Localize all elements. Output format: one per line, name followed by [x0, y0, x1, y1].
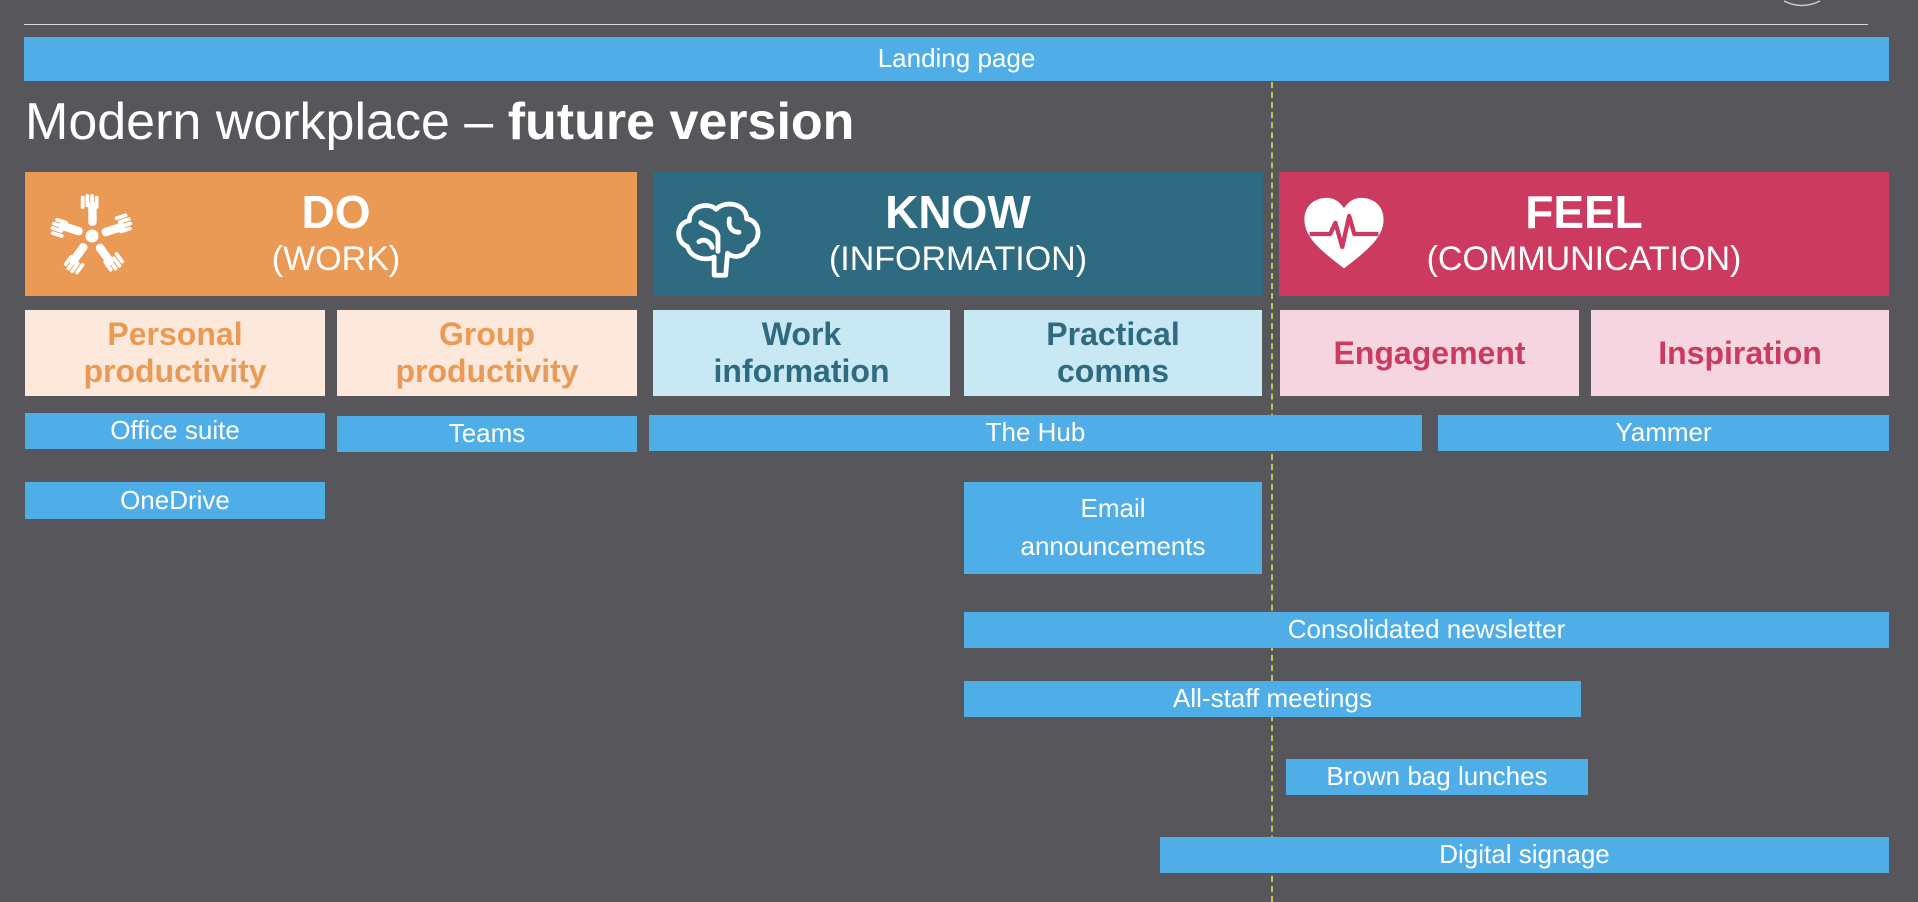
- subcategory-personal-productivity: Personal productivity: [25, 310, 325, 396]
- bar-email-announcements: Email announcements: [964, 482, 1262, 574]
- bar-consolidated-newsletter: Consolidated newsletter: [964, 612, 1889, 648]
- category-subtitle: (INFORMATION): [828, 240, 1088, 279]
- bar-the-hub: The Hub: [649, 415, 1422, 451]
- category-subtitle: (WORK): [271, 240, 401, 279]
- logo-fragment: [1783, 0, 1821, 7]
- category-subtitle: (COMMUNICATION): [1426, 240, 1742, 279]
- category-know: KNOW (INFORMATION): [653, 172, 1263, 296]
- bar-brown-bag-lunches: Brown bag lunches: [1286, 759, 1588, 795]
- category-do: DO (WORK): [25, 172, 637, 296]
- bar-digital-signage: Digital signage: [1160, 837, 1889, 873]
- category-name: KNOW: [885, 185, 1031, 238]
- bar-onedrive: OneDrive: [25, 482, 325, 519]
- top-divider-line: [24, 24, 1868, 25]
- hands-icon: [50, 194, 134, 277]
- subcategory-practical-comms: Practical comms: [964, 310, 1262, 396]
- brain-icon: [676, 201, 761, 278]
- bar-all-staff-meetings: All-staff meetings: [964, 681, 1581, 717]
- subcategory-group-productivity: Group productivity: [337, 310, 637, 396]
- category-name: DO: [301, 185, 371, 238]
- page-title: Modern workplace – future version: [25, 92, 854, 152]
- title-bold: future version: [507, 93, 855, 151]
- subcategory-engagement: Engagement: [1280, 310, 1579, 396]
- bar-office-suite: Office suite: [25, 413, 325, 449]
- bar-yammer: Yammer: [1438, 415, 1889, 451]
- bar-teams: Teams: [337, 416, 637, 452]
- title-regular: Modern workplace –: [25, 93, 508, 151]
- subcategory-work-information: Work information: [653, 310, 950, 396]
- heart-pulse-icon: [1304, 197, 1384, 269]
- subcategory-inspiration: Inspiration: [1591, 310, 1889, 396]
- category-name: FEEL: [1525, 185, 1643, 238]
- dashed-divider-line: [1271, 82, 1273, 902]
- landing-page-bar: Landing page: [24, 37, 1889, 81]
- category-feel: FEEL (COMMUNICATION): [1279, 172, 1889, 296]
